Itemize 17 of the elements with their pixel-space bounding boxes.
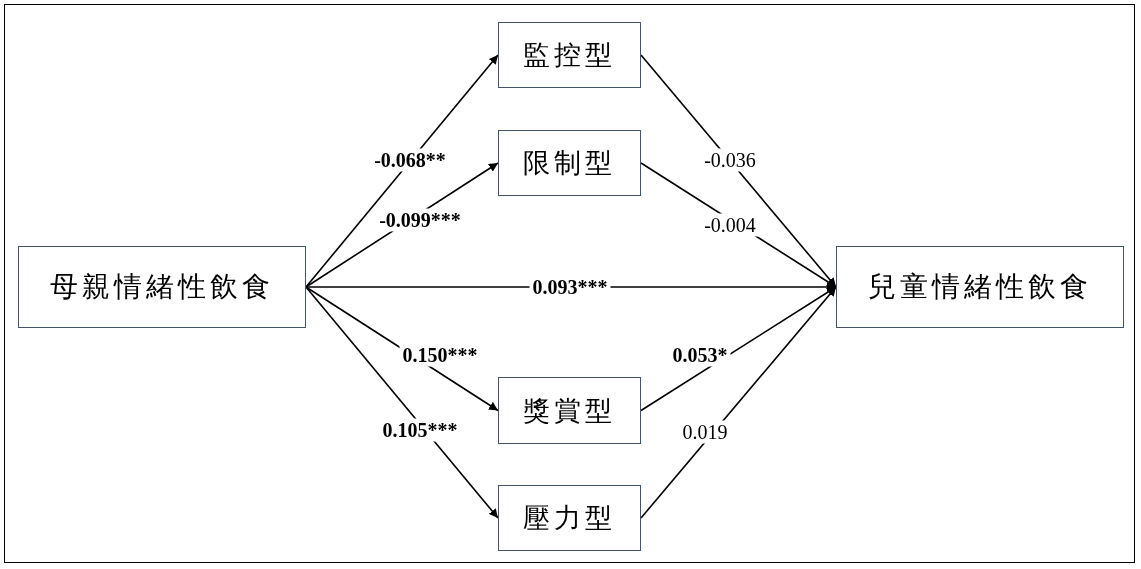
variable-label: 限制型 <box>523 147 616 180</box>
variable-box <box>836 246 1124 328</box>
arrow <box>640 54 837 288</box>
variable-label: 兒童情緒性飲食 <box>868 270 1092 304</box>
arrow <box>640 286 837 519</box>
variable-box <box>498 377 641 444</box>
variable-box <box>498 22 641 88</box>
variable-label: 壓力型 <box>523 502 616 535</box>
arrow <box>640 286 837 412</box>
arrow <box>305 286 499 519</box>
variable-box <box>18 246 306 328</box>
variable-box <box>498 485 641 551</box>
arrow <box>305 54 499 288</box>
variable-label: 母親情緒性飲食 <box>50 270 274 304</box>
variable-label: 監控型 <box>523 39 616 72</box>
variable-box <box>498 130 641 196</box>
variable-label: 獎賞型 <box>523 394 616 428</box>
